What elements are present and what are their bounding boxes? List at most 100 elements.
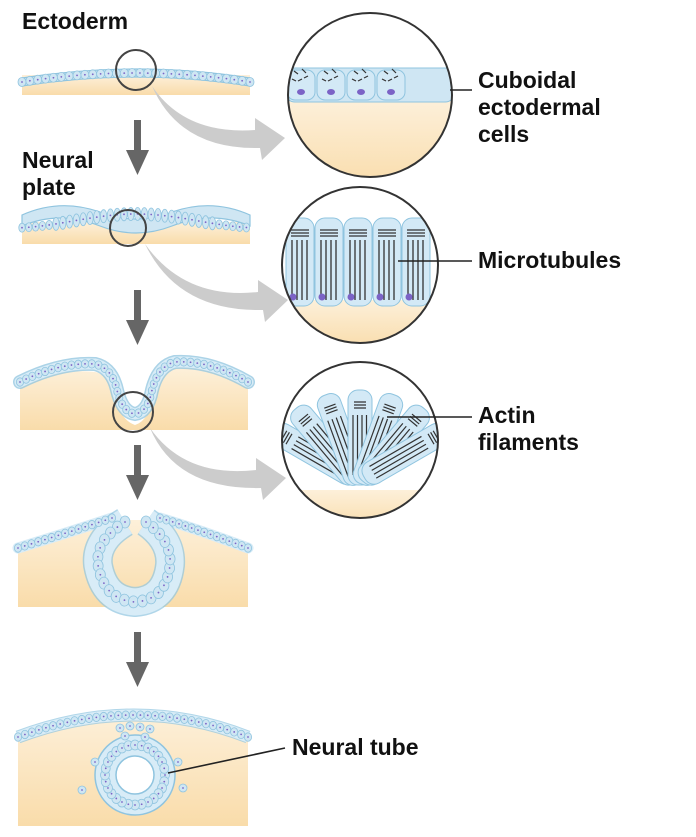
cell-nucleus xyxy=(157,755,160,758)
cell-nucleus xyxy=(124,521,126,523)
cell-nucleus xyxy=(216,367,219,369)
cell-nucleus xyxy=(17,547,19,549)
cell-nucleus xyxy=(190,527,193,529)
cell-nucleus xyxy=(82,218,85,221)
cell-nucleus xyxy=(116,526,119,528)
cell-nucleus xyxy=(249,81,251,83)
actin-filament xyxy=(305,431,346,479)
cell-nucleus xyxy=(57,366,60,369)
cell-nucleus xyxy=(117,714,120,717)
cell-nucleus xyxy=(64,532,66,535)
cell-nucleus xyxy=(44,370,46,373)
label-ectoderm: Ectoderm xyxy=(22,8,129,34)
cell-nucleus xyxy=(61,221,64,224)
cell-nucleus xyxy=(247,381,249,383)
cell-nucleus xyxy=(107,761,109,763)
actin-filament xyxy=(369,435,422,467)
cell-nucleus xyxy=(150,596,152,599)
cell-nucleus xyxy=(241,79,244,82)
cell-nucleus xyxy=(99,573,102,576)
cell-nucleus xyxy=(45,726,47,729)
cell-nucleus xyxy=(52,724,54,727)
cell-nucleus xyxy=(70,364,73,366)
cell-nucleus xyxy=(95,716,98,719)
cell-nucleus xyxy=(203,363,205,366)
cell-nucleus xyxy=(238,226,241,228)
cell-nucleus xyxy=(102,715,105,718)
cell-nucleus xyxy=(228,371,231,374)
cell-nucleus xyxy=(150,213,153,216)
cell-nucleus xyxy=(132,714,134,716)
cell-nucleus xyxy=(159,371,161,373)
cell-nucleus xyxy=(121,801,123,803)
cell-nucleus xyxy=(77,528,80,530)
magnified-cuboidal-cells xyxy=(287,12,472,178)
cell-nucleus xyxy=(157,591,160,594)
cell-nucleus xyxy=(347,293,355,301)
wedge-cell xyxy=(361,422,438,485)
cell-nucleus xyxy=(31,375,34,378)
cell-nucleus xyxy=(149,396,152,399)
cell-nucleus xyxy=(104,519,107,522)
neural-tube-leader-line xyxy=(167,747,286,774)
cell-nucleus xyxy=(225,77,228,80)
cell-nucleus xyxy=(146,714,149,717)
cell-nucleus xyxy=(152,750,155,753)
cuboidal-cell xyxy=(346,69,376,101)
cell-nucleus xyxy=(169,558,171,560)
stage-neural-plate xyxy=(18,205,251,247)
cell-nucleus xyxy=(121,747,123,749)
down-arrow-2 xyxy=(126,290,149,345)
cell-nucleus xyxy=(167,549,170,551)
cell-nucleus xyxy=(235,374,237,377)
cell-nucleus xyxy=(234,542,237,545)
cell-nucleus xyxy=(176,361,178,363)
cell-nucleus xyxy=(21,81,23,83)
columnar-cell xyxy=(401,217,431,307)
cell-nucleus xyxy=(171,520,174,523)
cell-nucleus xyxy=(44,77,47,80)
cell-nucleus xyxy=(146,72,149,74)
cell-nucleus xyxy=(162,72,165,75)
cell-nucleus xyxy=(124,735,126,737)
down-arrow-1 xyxy=(126,120,149,175)
cuboidal-cell xyxy=(316,69,346,101)
cell-nucleus xyxy=(149,728,151,730)
cell-nucleus xyxy=(140,803,143,806)
cell-nucleus xyxy=(240,733,243,736)
cell-nucleus xyxy=(201,75,204,77)
cell-nucleus xyxy=(182,360,185,363)
cell-nucleus xyxy=(30,731,33,733)
cell-nucleus xyxy=(103,582,105,585)
cell-nucleus xyxy=(102,215,105,218)
cell-nucleus xyxy=(161,715,164,718)
cell-nucleus xyxy=(112,377,114,380)
cell-nucleus xyxy=(131,412,133,415)
cell-nucleus xyxy=(27,226,30,229)
cell-nucleus xyxy=(163,584,165,587)
cell-nucleus xyxy=(127,803,130,806)
cell-nucleus xyxy=(387,89,395,95)
cell-nucleus xyxy=(194,74,196,77)
stage-neural-folds xyxy=(12,509,254,618)
label-neural-plate: Neural plate xyxy=(22,147,94,200)
cell-nucleus xyxy=(209,365,212,367)
cell-nucleus xyxy=(222,537,224,540)
cell-nucleus xyxy=(205,722,207,725)
cell-nucleus xyxy=(155,376,158,379)
cell-nucleus xyxy=(44,538,46,541)
cell-nucleus xyxy=(137,412,140,414)
cell-nucleus xyxy=(143,213,146,216)
cell-nucleus xyxy=(84,525,87,528)
cell-nucleus xyxy=(197,529,199,532)
cell-nucleus xyxy=(50,536,53,539)
cell-nucleus xyxy=(68,220,71,223)
cell-nucleus xyxy=(297,89,305,95)
cell-nucleus xyxy=(163,540,166,543)
cell-nucleus xyxy=(168,567,171,569)
cell-nucleus xyxy=(222,369,225,372)
cell-nucleus xyxy=(203,531,206,534)
actin-filament xyxy=(373,443,427,475)
cell-nucleus xyxy=(75,219,78,222)
cell-nucleus xyxy=(159,517,161,519)
